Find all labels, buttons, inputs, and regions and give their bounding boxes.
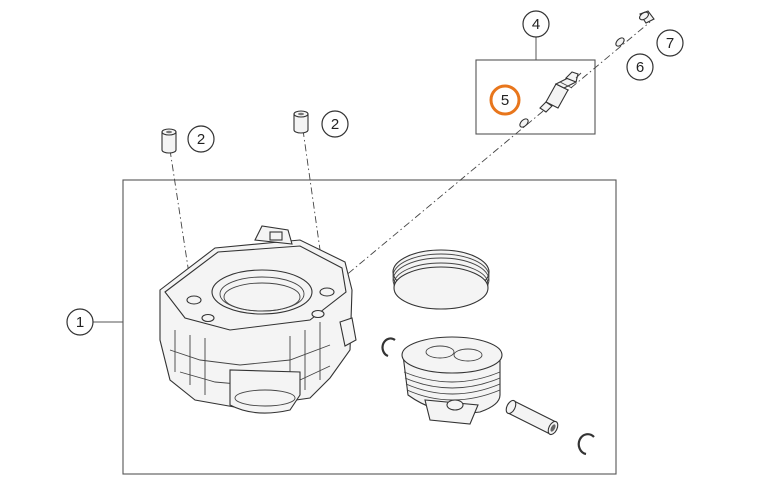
dowel-pin-icon [293,110,309,134]
callout-2-right[interactable]: 2 [321,110,349,138]
callout-2-left-label: 2 [197,131,205,148]
callout-1[interactable]: 1 [66,308,123,336]
cylinder-icon [159,225,357,414]
callout-7-label: 7 [666,35,674,52]
callout-5[interactable]: 5 [489,84,521,116]
callout-2-right-label: 2 [331,116,339,133]
callout-6[interactable]: 6 [626,53,654,81]
callout-4-label: 4 [532,16,540,33]
piston-ring-set-icon [392,249,490,310]
sealing-ring-icon [519,118,529,128]
circlip-icon [381,337,396,358]
callout-4[interactable]: 4 [522,10,550,60]
piston-pin-icon [505,399,559,436]
cylinder-assembly-frame [122,179,617,475]
piston-icon [401,336,503,425]
callout-6-label: 6 [636,59,644,76]
callout-5-label: 5 [501,92,509,109]
screw-icon [639,10,655,24]
dowel-pin-icon [161,128,177,154]
assembly-line-sensor [325,21,651,293]
temperature-sensor-icon [539,71,582,113]
callout-1-label: 1 [76,314,84,331]
sealing-ring-icon [615,37,625,47]
callout-2-left[interactable]: 2 [187,125,215,153]
circlip-icon [577,433,595,456]
callout-7[interactable]: 7 [656,29,684,57]
